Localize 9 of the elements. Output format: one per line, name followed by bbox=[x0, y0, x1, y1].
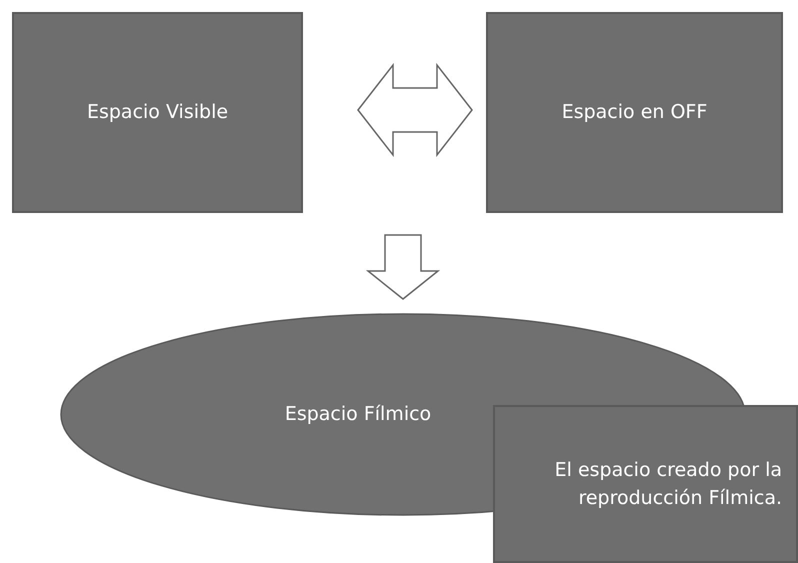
process-box bbox=[486, 12, 783, 213]
block-arrow bbox=[357, 62, 473, 158]
node-label: Espacio en OFF bbox=[562, 100, 708, 126]
process-box bbox=[12, 12, 303, 213]
block-arrow bbox=[366, 234, 440, 300]
node-label: Espacio Visible bbox=[86, 100, 228, 126]
node-label: El espacio creado por la reproducción Fílmica. bbox=[554, 458, 782, 511]
node-label: Espacio Fílmico bbox=[284, 402, 432, 428]
note-box bbox=[493, 405, 798, 563]
